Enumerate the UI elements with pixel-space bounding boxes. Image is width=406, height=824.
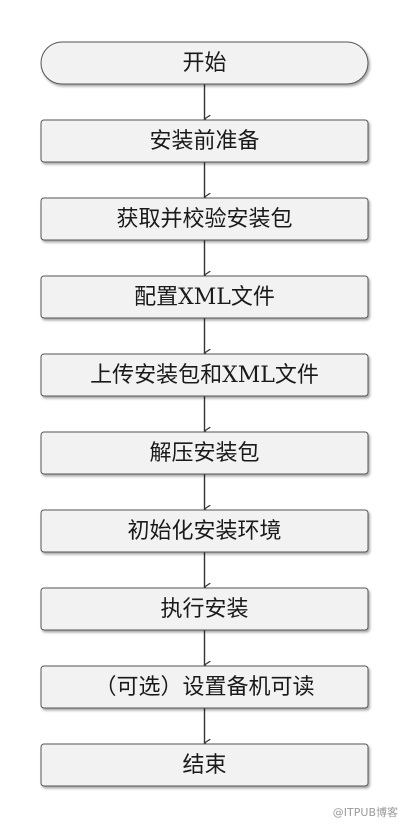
flow-step-9: （可选）设置备机可读 bbox=[40, 665, 369, 709]
flow-step-4: 配置XML文件 bbox=[40, 275, 369, 319]
flow-step-10: 结束 bbox=[40, 743, 369, 787]
flow-step-box bbox=[40, 275, 369, 319]
flow-step-2: 安装前准备 bbox=[40, 119, 369, 163]
flow-step-box bbox=[40, 509, 369, 553]
flow-step-label: 初始化安装环境 bbox=[127, 519, 281, 544]
flow-step-box bbox=[40, 41, 369, 85]
flow-step-box bbox=[40, 743, 369, 787]
flow-step-3: 获取并校验安装包 bbox=[40, 197, 369, 241]
flow-step-label: 解压安装包 bbox=[149, 441, 259, 466]
flow-step-box bbox=[40, 197, 369, 241]
flow-step-box bbox=[40, 353, 369, 397]
flow-step-8: 执行安装 bbox=[40, 587, 369, 631]
flow-step-label: （可选）设置备机可读 bbox=[94, 675, 314, 700]
flow-step-box bbox=[40, 665, 369, 709]
flow-step-1: 开始 bbox=[40, 41, 369, 85]
flow-step-label: 结束 bbox=[182, 753, 226, 778]
flow-step-label: 上传安装包和XML文件 bbox=[90, 363, 319, 388]
flow-step-label: 配置XML文件 bbox=[134, 285, 275, 310]
watermark-text: @ITPUB博客 bbox=[332, 806, 398, 819]
flow-step-box bbox=[40, 431, 369, 475]
flow-step-6: 解压安装包 bbox=[40, 431, 369, 475]
flow-step-7: 初始化安装环境 bbox=[40, 509, 369, 553]
flow-step-label: 执行安装 bbox=[160, 597, 248, 622]
flow-step-box bbox=[40, 119, 369, 163]
flow-step-5: 上传安装包和XML文件 bbox=[40, 353, 369, 397]
flow-step-label: 获取并校验安装包 bbox=[116, 207, 292, 232]
flow-step-box bbox=[40, 587, 369, 631]
flow-step-label: 开始 bbox=[182, 51, 226, 76]
flow-step-label: 安装前准备 bbox=[149, 129, 259, 154]
